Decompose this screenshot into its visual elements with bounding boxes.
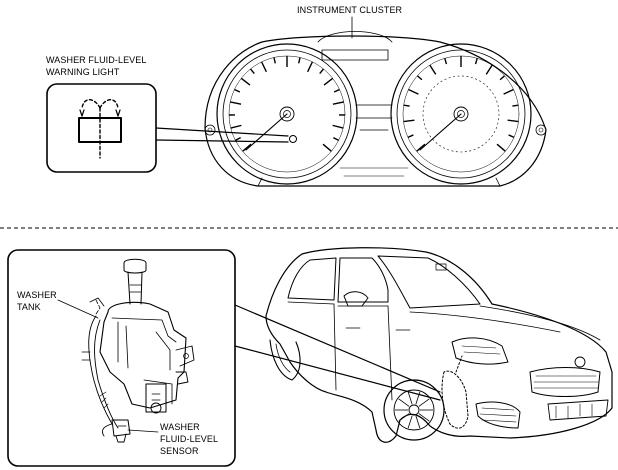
tank-callout-leader [234, 304, 441, 401]
instrument-cluster-label: INSTRUMENT CLUSTER [297, 5, 403, 15]
washer-tank-leader [57, 299, 99, 319]
hatchback-car-drawing [265, 247, 613, 443]
level-sensor-label-line2: FLUID-LEVEL [160, 434, 218, 444]
washer-tank-drawing [81, 258, 195, 443]
warning-light-callout-box [46, 83, 157, 173]
washer-tank-label-line1: WASHER [17, 290, 57, 300]
warning-light-label-line1: WASHER FLUID-LEVEL [46, 55, 147, 65]
level-sensor-label-line3: SENSOR [160, 446, 199, 456]
washer-tank-detail-box [7, 249, 236, 467]
instrument-cluster-drawing [204, 31, 547, 187]
warning-light-callout-leader [155, 127, 289, 143]
level-sensor-label-line1: WASHER [160, 422, 200, 432]
washer-fluid-level-icon [78, 99, 122, 159]
washer-tank-label-line2: TANK [17, 302, 41, 312]
level-sensor-leader [127, 429, 159, 433]
warning-light-label-line2: WARNING LIGHT [46, 67, 120, 77]
